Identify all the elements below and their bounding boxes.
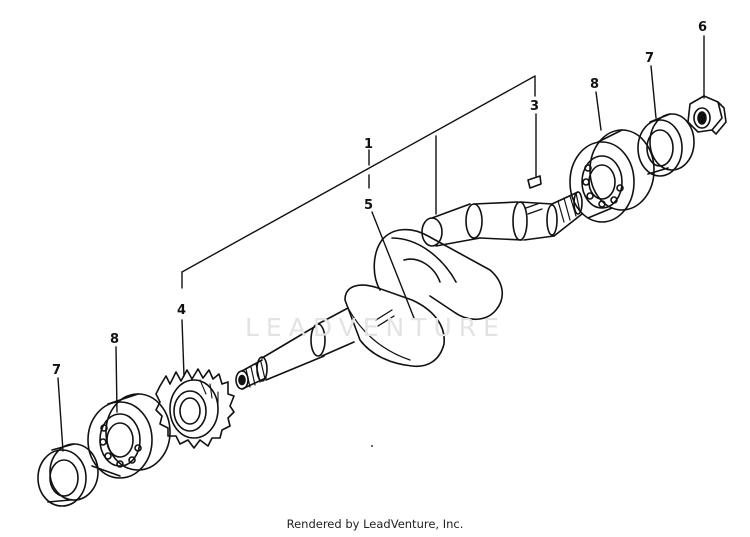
crankshaft: [235, 191, 583, 390]
callout-8-bottom: 8: [110, 332, 119, 347]
woodruff-key-part-3: [527, 175, 542, 189]
callout-5: 5: [364, 198, 373, 213]
stray-dot: [371, 445, 373, 447]
callout-4: 4: [177, 303, 186, 318]
oil-seal-part-7-bottom: [37, 443, 99, 507]
callout-7-bottom: 7: [52, 363, 61, 378]
gear-part-4: [155, 368, 235, 449]
callout-1: 1: [364, 137, 373, 152]
nut-part-6: [687, 95, 727, 135]
callout-3: 3: [530, 99, 539, 114]
footer-credit: Rendered by LeadVenture, Inc.: [286, 517, 464, 531]
leader-lines: [57, 35, 705, 452]
callout-6: 6: [698, 20, 707, 35]
watermark: LEADVENTURE: [245, 313, 506, 342]
callout-7-top: 7: [645, 51, 654, 66]
oil-seal-part-7-top: [637, 113, 695, 177]
ball-bearing-part-8-bottom: [87, 393, 171, 479]
callout-8-top: 8: [590, 77, 599, 92]
ball-bearing-part-8-top: [569, 129, 655, 223]
